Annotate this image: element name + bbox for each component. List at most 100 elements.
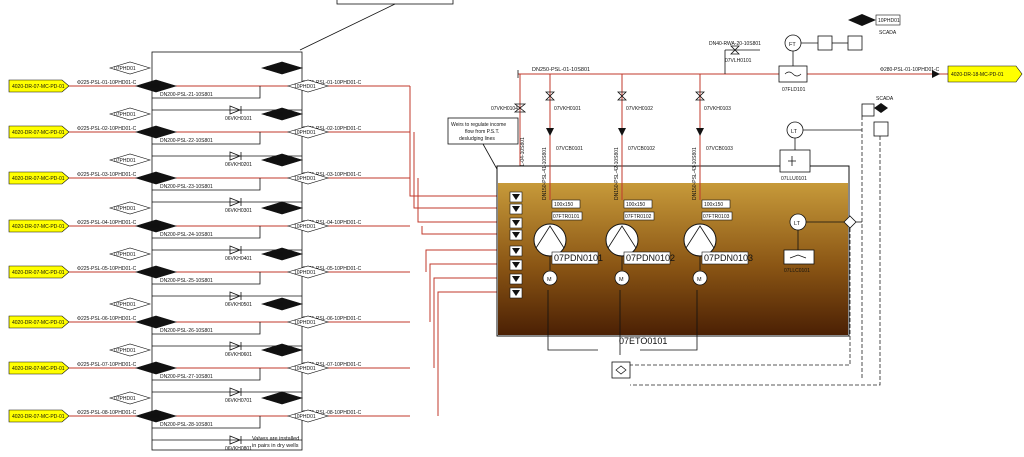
- manhole-tag-label: 07PHD01: [114, 396, 136, 402]
- scada-mid-label: SCADA: [876, 96, 894, 102]
- manhole-tag-label: 07PHD01: [114, 206, 136, 212]
- pump-unit: 07VKH010107VCB0101DN150-PSL-41-10S801100…: [533, 74, 603, 286]
- weir-note-line-3: desludging lines: [459, 136, 495, 142]
- branch-line-label: DN200-PSL-23-10S801: [160, 184, 213, 190]
- check-valve-icon[interactable]: [229, 245, 242, 255]
- manhole-tag-right-lower: [286, 265, 330, 279]
- gate-valve-icon[interactable]: [545, 91, 555, 101]
- check-valve-icon[interactable]: [229, 151, 242, 161]
- check-valve-icon[interactable]: [229, 387, 242, 397]
- inlet-row: 4020-DR-07-MC-PD-01 Φ225-PSL-01-10PHD01-C…: [8, 61, 512, 199]
- manhole-tag-label: 10PHD01: [294, 176, 316, 182]
- manhole-tag-label: 07PHD01: [114, 66, 136, 72]
- pump-icon[interactable]: [533, 223, 567, 257]
- inlet-tag-box[interactable]: [8, 171, 70, 185]
- check-valve-icon[interactable]: [229, 105, 242, 115]
- check-valve-label: 07VCB0102: [628, 146, 655, 152]
- check-valve-icon[interactable]: [229, 291, 242, 301]
- drop-valve-label: 07VKH0102: [626, 106, 653, 112]
- check-valve-icon[interactable]: [229, 435, 242, 445]
- inlet-line-label: Φ225-PSL-08-10PHD01-C: [77, 410, 137, 416]
- inlet-tag-box[interactable]: [8, 265, 70, 279]
- motor-icon[interactable]: [614, 270, 630, 286]
- outlet-line-label: Φ225-PSL-06-10PHD01-C: [302, 316, 362, 322]
- inlet-tag-box[interactable]: [8, 125, 70, 139]
- branch-line-label: DN200-PSL-22-10S801: [160, 138, 213, 144]
- manhole-tag-right: [260, 201, 304, 215]
- check-valve-icon[interactable]: [229, 341, 242, 351]
- manhole-tag-right-lower: [286, 361, 330, 375]
- inlet-tag-label: 4020-DR-07-MC-PD-01: [12, 366, 65, 372]
- manhole-tag-left: [108, 153, 152, 167]
- branch-line-label: DN200-PSL-21-10S801: [160, 92, 213, 98]
- outlet-line-label: Φ225-PSL-01-10PHD01-C: [302, 80, 362, 86]
- valve-label: 06VKH0201: [225, 162, 252, 168]
- inlet-tag-box[interactable]: [8, 79, 70, 93]
- riser-label: DN150-PSL-41-10S801: [542, 147, 548, 200]
- manhole-tag-right-lower: [286, 79, 330, 93]
- motor-icon[interactable]: [692, 270, 708, 286]
- inlet-tag-box[interactable]: [8, 409, 70, 423]
- motor-icon[interactable]: [542, 270, 558, 286]
- manhole-tag-label: 07PHD01: [114, 112, 136, 118]
- manhole-tag-left: [108, 247, 152, 261]
- pump-icon[interactable]: [605, 223, 639, 257]
- manhole-tag-right-lower: [286, 171, 330, 185]
- dry-well-note-line-1: Valves are installed: [252, 436, 299, 442]
- gate-valve-icon[interactable]: [695, 91, 705, 101]
- branch-line: [152, 368, 261, 381]
- motor-control-panel[interactable]: [611, 361, 631, 379]
- manhole-tag-right-lower: [286, 125, 330, 139]
- valve-label: 06VKH0501: [225, 302, 252, 308]
- motor-label: M: [547, 277, 552, 283]
- check-valve-icon[interactable]: [618, 128, 626, 136]
- valve-label: 06VKH0801: [225, 446, 252, 452]
- pump-icon[interactable]: [683, 223, 717, 257]
- inlet-line-label: Φ225-PSL-05-10PHD01-C: [77, 266, 137, 272]
- branch-line: [152, 226, 261, 239]
- outlet-tag-box[interactable]: [947, 65, 1023, 83]
- weir-feed-pipe: [437, 291, 512, 416]
- gate-valve-icon[interactable]: [617, 91, 627, 101]
- inlet-tag-label: 4020-DR-07-MC-PD-01: [12, 414, 65, 420]
- inlet-line-label: Φ225-PSL-03-10PHD01-C: [77, 172, 137, 178]
- weir-feed-pipe: [413, 132, 512, 209]
- inlet-tag-box[interactable]: [8, 315, 70, 329]
- riser-label: DN150-PSL-43-10S801: [692, 147, 698, 200]
- manhole-tag-left: [108, 391, 152, 405]
- inlet-tag-box[interactable]: [8, 361, 70, 375]
- manhole-tag-label: 07PHD01: [114, 158, 136, 164]
- manhole-tag-left: [108, 107, 152, 121]
- check-valve-icon[interactable]: [546, 128, 554, 136]
- tank-tag: 07ETO0101: [619, 336, 667, 346]
- weir-feed-pipe: [409, 86, 512, 197]
- pump-tag-label: 07PDN0102: [626, 253, 675, 263]
- hand-valve-label: 07VKH0104: [491, 106, 518, 112]
- inlet-row: 4020-DR-07-MC-PD-01Φ225-PSL-04-10PHD01-C…: [8, 201, 512, 262]
- inlet-row: 4020-DR-07-MC-PD-01Φ225-PSL-06-10PHD01-C…: [8, 261, 512, 358]
- pump-tag-label: 07PDN0101: [554, 253, 603, 263]
- branch-line: [152, 322, 261, 335]
- manhole-tag-left: [108, 61, 152, 75]
- check-valve-icon[interactable]: [229, 197, 242, 207]
- outlet-tag-label: 4020-DR-18-MC-PD-01: [951, 72, 1004, 78]
- branch-line-label: DN200-PSL-24-10S801: [160, 232, 213, 238]
- manhole-tag-label: 10S801: [142, 130, 159, 136]
- weir-feed-pipe: [421, 226, 512, 235]
- valve-label: 06VKH0701: [225, 398, 252, 404]
- manhole-tag-label: 10S801: [142, 176, 159, 182]
- manhole-tag-right-lower: [286, 409, 330, 423]
- manhole-tag-right: [260, 153, 304, 167]
- check-valve-icon[interactable]: [696, 128, 704, 136]
- motor-label: M: [619, 277, 624, 283]
- inlet-tag-label: 4020-DR-07-MC-PD-01: [12, 130, 65, 136]
- branch-line: [152, 416, 261, 429]
- manhole-tag-label: 10PHD01: [294, 224, 316, 230]
- title-box-fragment: [336, 0, 454, 5]
- manhole-tag-label: 10S801: [266, 206, 283, 212]
- scada-top-tag: [848, 14, 876, 26]
- branch-line: [152, 178, 261, 191]
- manhole-tag-label: 10PHD01: [294, 130, 316, 136]
- inlet-tag-box[interactable]: [8, 219, 70, 233]
- manhole-tag-left: [108, 201, 152, 215]
